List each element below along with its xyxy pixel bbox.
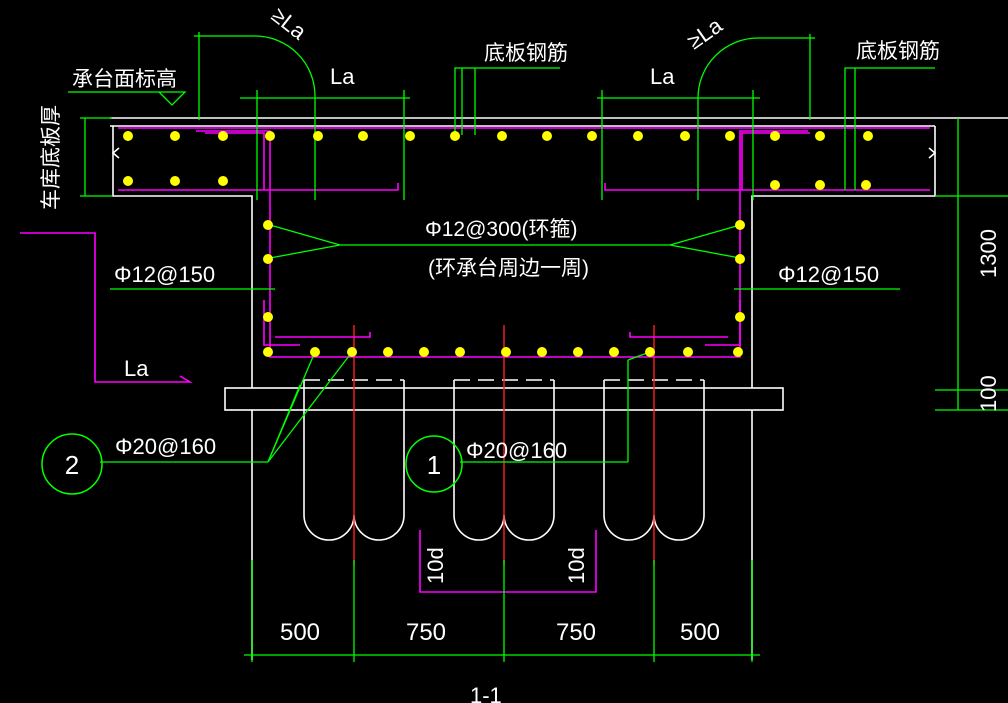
pile-embed-left-label: 10d — [423, 547, 448, 584]
dim-cushion-label: 100 — [976, 375, 1001, 412]
stirrup-spec-label: Φ12@300(环箍) — [425, 218, 577, 241]
callout-1: 1 — [405, 435, 463, 493]
bottom-right-label: Φ20@160 — [466, 438, 567, 463]
side-left-label: Φ12@150 — [114, 262, 215, 287]
dim-2: 750 — [406, 619, 446, 646]
dim-1: 500 — [280, 619, 320, 646]
dim-4: 500 — [680, 619, 720, 646]
bottom-rebar-right-label: 底板钢筋 — [856, 40, 940, 63]
rebar-lines — [20, 127, 930, 593]
slab-thickness-label: 车库底板厚 — [40, 105, 63, 210]
pile-axes — [353, 325, 655, 565]
callout-2: 2 — [41, 433, 103, 495]
curve-right-label: ≥La — [683, 12, 728, 54]
anchor-right-label: La — [650, 64, 675, 89]
pile-embed-right-label: 10d — [564, 547, 589, 584]
section-mark-label: 1-1 — [470, 683, 502, 703]
dim-3: 750 — [556, 619, 596, 646]
rebar-dots — [123, 131, 873, 357]
callout-1-label: 1 — [427, 450, 441, 480]
stirrup-note-label: (环承台周边一周) — [428, 257, 589, 280]
concrete-outline — [110, 117, 1008, 660]
side-right-label: Φ12@150 — [778, 262, 879, 287]
callout-2-label: 2 — [65, 450, 79, 480]
anchor-left-label: La — [330, 64, 355, 89]
bottom-rebar-left-label: 底板钢筋 — [484, 42, 568, 65]
anchor-mid-label: La — [124, 356, 149, 381]
dim-height-label: 1300 — [976, 229, 1001, 278]
bottom-left-label: Φ20@160 — [115, 434, 216, 459]
cap-top-elevation-label: 承台面标高 — [72, 68, 177, 91]
leaders — [68, 32, 1008, 662]
